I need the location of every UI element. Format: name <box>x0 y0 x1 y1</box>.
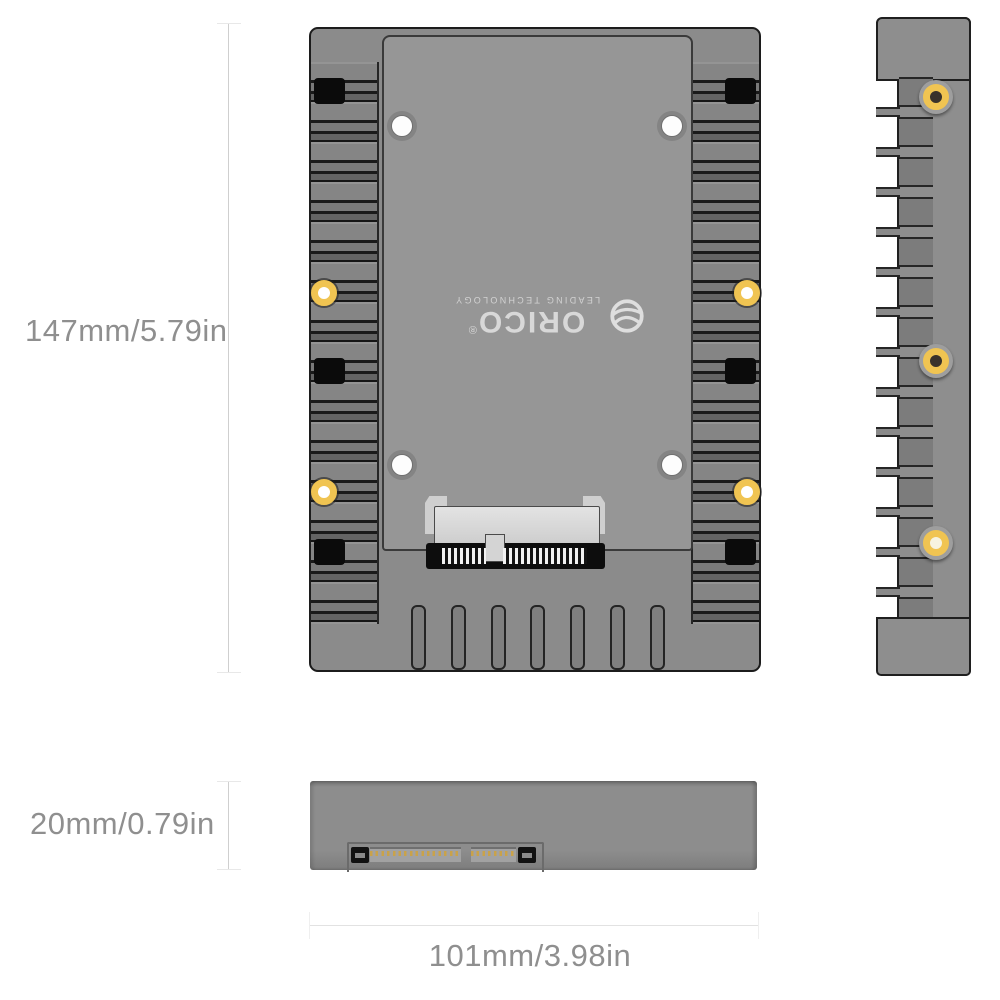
vent-slot <box>610 605 625 670</box>
height-dimension-tick-bottom <box>217 672 241 673</box>
mount-hole <box>661 115 683 137</box>
side-rail-tabs <box>876 77 900 617</box>
globe-icon <box>610 299 644 333</box>
width-dimension-tick-left <box>309 912 310 939</box>
power-pin-strip <box>370 847 461 862</box>
vent-cutout <box>725 358 756 384</box>
connector-recess <box>347 842 544 872</box>
sata-connector-key <box>485 534 505 562</box>
mount-hole <box>391 115 413 137</box>
screw-hole-gold <box>311 280 337 306</box>
vent-cutout <box>314 358 345 384</box>
screw-hole-gold <box>311 479 337 505</box>
side-rail-bottom-cap <box>876 617 971 676</box>
thickness-dimension-tick-top <box>217 781 241 782</box>
height-dimension-label: 147mm/5.79in <box>25 313 228 348</box>
registered-mark: ® <box>468 323 477 336</box>
drive-mounting-plate <box>382 35 693 551</box>
width-dimension-tick-right <box>758 912 759 939</box>
connector-latch <box>518 847 536 863</box>
mount-hole <box>391 454 413 476</box>
brand-logo: ORICO® LEADING TECHNOLOGY <box>450 287 650 345</box>
screw-hole-gold <box>923 348 949 374</box>
thickness-dimension-line <box>228 781 229 870</box>
screw-hole-gold <box>923 84 949 110</box>
bottom-view <box>310 781 757 872</box>
vent-cutout <box>725 539 756 565</box>
data-pin-strip <box>471 847 516 862</box>
width-dimension-line <box>309 925 759 926</box>
mount-hole <box>661 454 683 476</box>
width-dimension-label: 101mm/3.98in <box>428 938 632 973</box>
gold-pins <box>370 851 461 856</box>
vent-slot <box>570 605 585 670</box>
brand-text-block: ORICO® LEADING TECHNOLOGY <box>453 295 601 339</box>
height-dimension-tick-top <box>217 23 241 24</box>
screw-hole-gold <box>734 280 760 306</box>
brand-tagline: LEADING TECHNOLOGY <box>453 295 601 306</box>
brand-wordmark: ORICO® <box>468 305 586 339</box>
front-view: ORICO® LEADING TECHNOLOGY <box>309 27 761 672</box>
vent-slot <box>650 605 665 670</box>
thickness-dimension-tick-bottom <box>217 869 241 870</box>
vent-cutout <box>725 78 756 104</box>
gold-pins <box>471 851 516 856</box>
side-view <box>876 17 971 676</box>
sata-power-pin-row <box>503 548 587 564</box>
vent-slot <box>491 605 506 670</box>
height-dimension-line <box>228 23 229 673</box>
thickness-dimension-label: 20mm/0.79in <box>30 806 215 841</box>
connector-latch <box>351 847 369 863</box>
sata-data-pin-row <box>442 548 486 564</box>
vent-cutout <box>314 78 345 104</box>
screw-hole-gold <box>923 530 949 556</box>
vent-slot <box>411 605 426 670</box>
vent-slot <box>530 605 545 670</box>
screw-hole-gold <box>734 479 760 505</box>
vent-slot <box>451 605 466 670</box>
left-fin-column <box>311 62 379 624</box>
side-rail-top-cap <box>876 17 971 81</box>
vent-cutout <box>314 539 345 565</box>
right-fin-column <box>691 62 759 624</box>
